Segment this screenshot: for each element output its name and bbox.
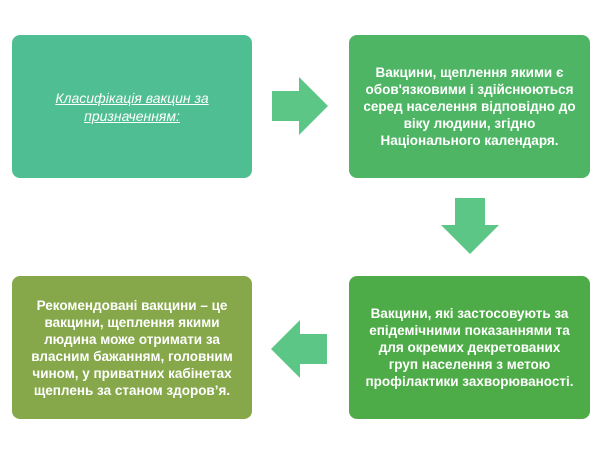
node-mandatory: Вакцини, щеплення якими є обов'язковими … bbox=[349, 35, 590, 178]
node-recommended-text: Рекомендовані вакцини – це вакцини, щепл… bbox=[31, 297, 233, 398]
arrow-left-icon bbox=[271, 320, 327, 378]
node-classification: Класифікація вакцин за призначенням: bbox=[12, 35, 252, 178]
node-mandatory-text: Вакцини, щеплення якими є обов'язковими … bbox=[363, 65, 576, 148]
node-epidemic-text: Вакцини, які застосовують за епідемічним… bbox=[365, 306, 574, 389]
node-epidemic: Вакцини, які застосовують за епідемічним… bbox=[349, 276, 590, 419]
arrow-down-icon bbox=[441, 198, 499, 254]
node-classification-text: Класифікація вакцин за призначенням: bbox=[55, 89, 209, 124]
node-recommended: Рекомендовані вакцини – це вакцини, щепл… bbox=[12, 276, 252, 419]
arrow-right-icon bbox=[272, 77, 328, 135]
